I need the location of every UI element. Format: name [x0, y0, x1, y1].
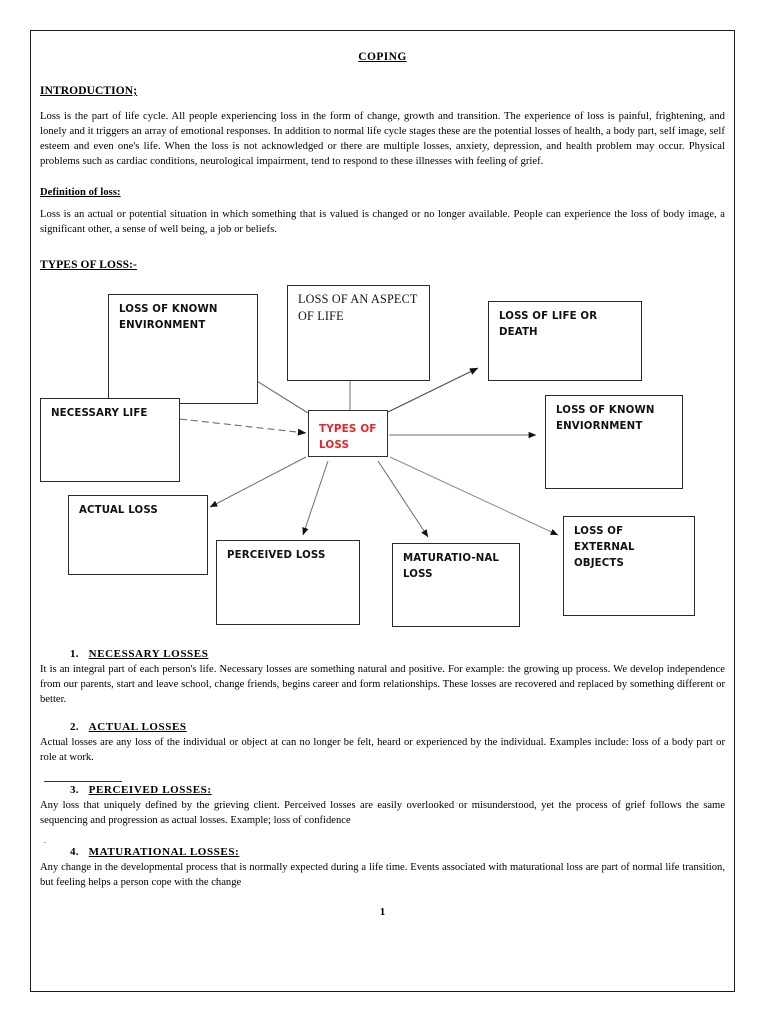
document-page: COPING INTRODUCTION; Loss is the part of… [30, 30, 735, 992]
list-item: 1. NECESSARY LOSSES It is an integral par… [40, 648, 725, 707]
diagram-node-perceived-loss[interactable]: PERCEIVED LOSS [216, 540, 360, 626]
list-item-number: 4. [70, 846, 79, 859]
diagram-node-label: LOSS OF KNOWN ENVIRONMENT [119, 304, 218, 331]
list-item-heading: 4. MATURATIONAL LOSSES: [70, 846, 725, 858]
list-item-title: PERCEIVED LOSSES: [88, 784, 212, 797]
definition-paragraph: Loss is an actual or potential situation… [40, 209, 725, 236]
list-item-heading: 3. PERCEIVED LOSSES: [70, 784, 725, 796]
introduction-heading: INTRODUCTION; [40, 85, 138, 97]
diagram-node-label: ACTUAL LOSS [79, 505, 158, 517]
list-item-body: It is an integral part of each person's … [40, 664, 725, 706]
list-item-body: Any loss that uniquely defined by the gr… [40, 800, 725, 827]
diagram-node-loss-of-external-objects[interactable]: LOSS OF EXTERNAL OBJECTS [563, 516, 695, 617]
list-item-heading: 2. ACTUAL LOSSES [70, 721, 725, 733]
list-item-heading: 1. NECESSARY LOSSES [70, 648, 725, 660]
diagram-node-loss-of-an-aspect-of-life[interactable]: LOSS OF AN ASPECT OF LIFE [287, 285, 430, 382]
list-item: 4. MATURATIONAL LOSSES: Any change in the… [40, 846, 725, 890]
diagram-node-label: LOSS OF LIFE OR DEATH [499, 311, 598, 338]
list-item-number: 2. [70, 721, 79, 734]
diagram-node-label: LOSS OF KNOWN ENVIORNMENT [556, 405, 655, 432]
types-of-loss-heading: TYPES OF LOSS:- [40, 259, 137, 272]
introduction-paragraph: Loss is the part of life cycle. All peop… [40, 111, 725, 168]
page-number: 1 [379, 906, 386, 919]
diagram-node-label: NECESSARY LIFE [51, 408, 148, 420]
diagram-node-label: LOSS OF AN ASPECT OF LIFE [298, 292, 418, 323]
list-item-title: MATURATIONAL LOSSES: [88, 846, 240, 859]
list-item: 3. PERCEIVED LOSSES: Any loss that unique… [40, 784, 725, 828]
list-item-number: 3. [70, 784, 79, 797]
page-title: COPING [358, 51, 407, 63]
stray-mark: . [44, 836, 46, 846]
list-item-body: Any change in the developmental process … [40, 862, 725, 889]
diagram-node-types-of-loss[interactable]: TYPES OF LOSS [308, 410, 388, 458]
diagram-node-loss-of-known-environment[interactable]: LOSS OF KNOWN ENVIRONMENT [108, 294, 258, 405]
horizontal-rule [44, 781, 122, 783]
diagram-node-label: MATURATIO-NAL LOSS [403, 553, 500, 580]
list-item-body: Actual losses are any loss of the indivi… [40, 737, 725, 764]
types-of-loss-diagram: LOSS OF KNOWN ENVIRONMENT LOSS OF AN ASP… [40, 285, 727, 630]
diagram-node-loss-of-life-or-death[interactable]: LOSS OF LIFE OR DEATH [488, 301, 642, 382]
diagram-node-actual-loss[interactable]: ACTUAL LOSS [68, 495, 208, 576]
definition-heading: Definition of loss: [40, 187, 121, 199]
diagram-node-necessary-life[interactable]: NECESSARY LIFE [40, 398, 180, 483]
diagram-node-maturational-loss[interactable]: MATURATIO-NAL LOSS [392, 543, 520, 628]
list-item: 2. ACTUAL LOSSES Actual losses are any lo… [40, 721, 725, 765]
list-item-title: ACTUAL LOSSES [88, 721, 187, 734]
diagram-node-label: LOSS OF EXTERNAL OBJECTS [574, 526, 635, 569]
diagram-node-label: PERCEIVED LOSS [227, 550, 326, 562]
diagram-node-loss-of-known-enviornment[interactable]: LOSS OF KNOWN ENVIORNMENT [545, 395, 683, 490]
list-item-title: NECESSARY LOSSES [88, 648, 209, 661]
list-item-number: 1. [70, 648, 79, 661]
diagram-center-label: TYPES OF LOSS [319, 423, 377, 452]
